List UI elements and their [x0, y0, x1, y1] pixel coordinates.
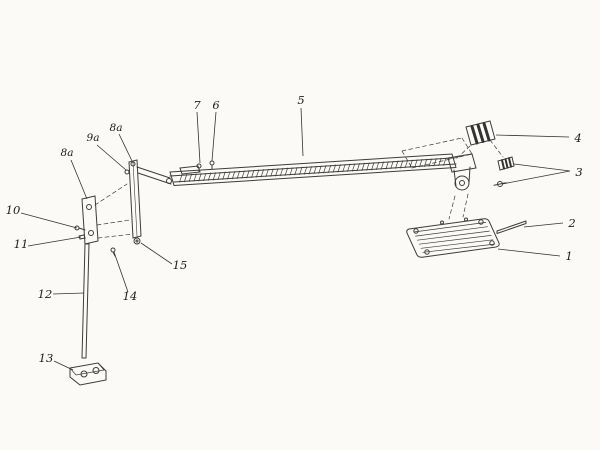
end-bracket	[447, 153, 477, 173]
callout-12: 12	[38, 287, 53, 301]
rod-and-foot	[69, 243, 107, 386]
base-plate-assembly	[406, 217, 527, 258]
pin-2	[496, 220, 527, 234]
leader-11	[27, 236, 82, 247]
leader-1	[497, 248, 561, 257]
callout-5: 5	[297, 93, 304, 107]
bracket-hole-bottom	[88, 230, 94, 236]
bar-bottom-roller-hub	[135, 239, 139, 243]
callout-14: 14	[123, 289, 138, 303]
roller-3-body	[497, 156, 515, 171]
track-links	[179, 157, 442, 183]
plate-tab-hole-2	[464, 217, 468, 222]
rod	[81, 243, 90, 359]
left-arm-assembly	[110, 159, 172, 257]
roller-4-grooves	[470, 122, 491, 145]
plate-foot-tr	[478, 219, 484, 225]
track-rails	[169, 153, 457, 186]
alignment-dashes	[94, 183, 134, 239]
screw-14	[110, 247, 116, 253]
pin-3-shaft	[493, 182, 507, 186]
leader-7	[196, 111, 201, 164]
leader-5	[300, 107, 304, 157]
leader-15	[140, 242, 173, 265]
leader-13	[53, 360, 74, 371]
pivot-pin	[166, 178, 172, 184]
base-plate-outline	[406, 218, 500, 258]
leader-14	[113, 251, 129, 293]
callout-8a-top: 8a	[110, 122, 123, 134]
end-pulley	[454, 175, 470, 191]
callout-15: 15	[173, 258, 188, 272]
leader-lines	[20, 107, 571, 371]
roller-3-grooves	[501, 157, 512, 170]
leader-8a-top	[118, 133, 133, 162]
callout-13: 13	[39, 351, 54, 365]
bolt-11	[78, 234, 86, 240]
end-pulley-hub	[459, 180, 465, 186]
vertical-bar	[128, 159, 142, 239]
right-end-assembly	[401, 120, 515, 220]
foot-block-topface	[69, 362, 105, 376]
foot-hole-right	[92, 367, 100, 374]
callout-11: 11	[14, 237, 29, 251]
bar-bottom-roller	[133, 237, 141, 245]
left-bracket	[74, 183, 134, 245]
roller-4-body	[465, 120, 496, 146]
pulley-support	[453, 166, 471, 187]
callout-4: 4	[573, 131, 581, 145]
leader-4	[495, 134, 570, 138]
foot-hole-left	[80, 370, 88, 378]
callout-2: 2	[567, 216, 575, 230]
track-links-b	[183, 157, 447, 183]
callout-10: 10	[6, 203, 21, 217]
leader-2	[523, 222, 564, 228]
leader-6	[211, 111, 217, 162]
plate-tab-hole-1	[440, 220, 444, 225]
screw-10-stem	[78, 227, 86, 231]
screw-6	[209, 160, 215, 166]
bracket-hole-top	[86, 204, 92, 210]
callout-3: 3	[575, 165, 582, 179]
callout-9a: 9a	[87, 132, 100, 144]
plate-foot-br	[489, 240, 495, 246]
callout-1: 1	[565, 249, 572, 263]
callout-8a-left: 8a	[61, 147, 74, 159]
base-plate-ribs	[413, 222, 496, 253]
pivot-arm	[136, 166, 172, 185]
callout-7: 7	[193, 98, 201, 112]
bar-top-screw	[130, 161, 136, 167]
leader-9a	[96, 144, 127, 171]
vertical-bar-centerline	[132, 161, 138, 237]
end-plate	[179, 165, 201, 175]
conveyor-track	[169, 153, 457, 186]
plate-foot-bl	[424, 249, 430, 255]
plate-foot-tl	[413, 228, 419, 234]
leader-3	[501, 163, 571, 185]
leader-12	[52, 292, 85, 295]
bracket-plate	[81, 195, 99, 245]
leader-8a-left	[70, 159, 88, 200]
callout-6: 6	[212, 98, 219, 112]
screw-14-stem	[112, 251, 116, 257]
callout-labels: 1 2 3 4 5 6 7 8a 9a 8a 10 11 12 13 14 15	[6, 93, 583, 365]
leader-10	[20, 212, 78, 229]
bar-mid-screw	[124, 169, 130, 175]
assembly-guides	[401, 137, 504, 220]
